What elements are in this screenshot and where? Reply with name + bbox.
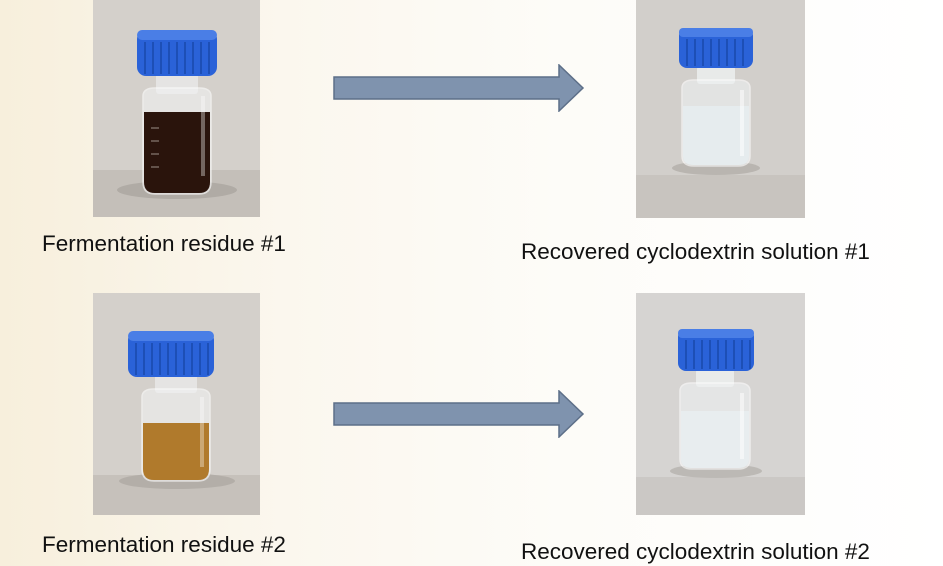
bottle-icon [636,0,805,218]
residue-2-photo [93,293,260,515]
residue-2-label: Fermentation residue #2 [42,532,286,557]
recovered-1-photo [636,0,805,218]
bottle-icon [93,0,260,217]
right-arrow-icon [333,64,585,112]
right-arrow-icon [333,390,585,438]
residue-1-label: Fermentation residue #1 [42,231,286,256]
bottle-icon [93,293,260,515]
recovered-1-label: Recovered cyclodextrin solution #1 [521,239,870,264]
recovered-2-photo [636,293,805,515]
recovered-2-label: Recovered cyclodextrin solution #2 [521,539,870,564]
bottle-icon [636,293,805,515]
residue-1-photo [93,0,260,217]
